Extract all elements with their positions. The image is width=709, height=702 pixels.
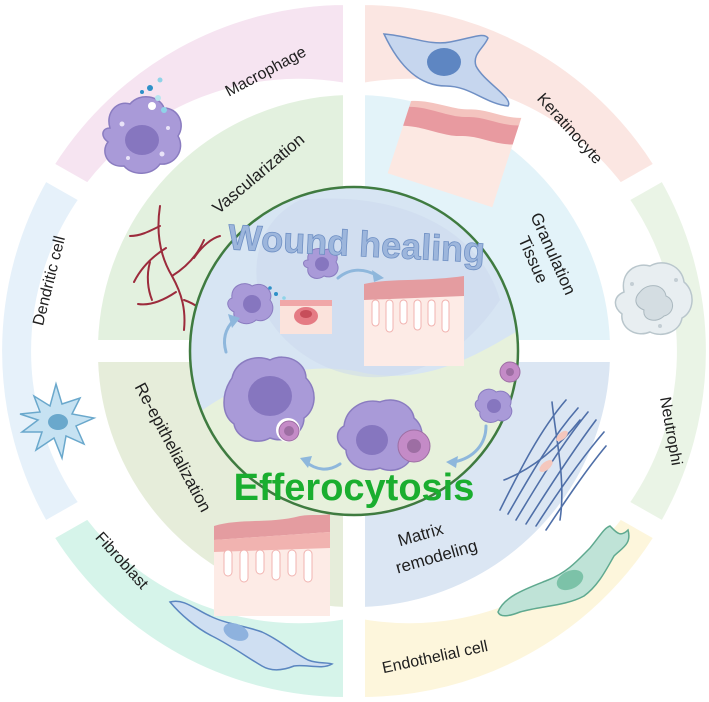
collagen-fibers-illustration	[499, 399, 607, 531]
center-wound-skin-small	[280, 300, 332, 334]
fibroblast-cell-illustration	[168, 600, 334, 671]
sector-dendritic	[0, 173, 87, 529]
keratinocyte-cell-illustration	[382, 33, 510, 107]
center-healed-skin	[364, 276, 464, 366]
blood-vessels-illustration	[129, 205, 221, 331]
neutrophil-cell-illustration	[614, 262, 693, 336]
center-apoptotic-cell	[499, 361, 521, 383]
dendritic-cell-illustration	[19, 381, 97, 461]
center-small-macrophage-right	[474, 388, 513, 423]
arrow-heads	[228, 270, 458, 468]
sector-neutrophil	[621, 173, 709, 529]
center-macrophage-left	[227, 283, 286, 325]
center-small-macrophage-top	[303, 247, 339, 279]
reepithelialization-tissue-illustration	[214, 514, 330, 616]
fibroblast-in-matrix-illustration	[539, 430, 568, 472]
center-big-macrophage	[223, 356, 315, 442]
center-engulfing-macrophage	[336, 399, 431, 472]
arrow-down-right	[452, 424, 488, 464]
granulation-tissue-illustration	[387, 100, 522, 208]
endothelial-cell-illustration	[497, 525, 630, 617]
title-efferocytosis: Efferocytosis	[234, 467, 475, 509]
macrophage-cell-illustration	[102, 77, 182, 174]
